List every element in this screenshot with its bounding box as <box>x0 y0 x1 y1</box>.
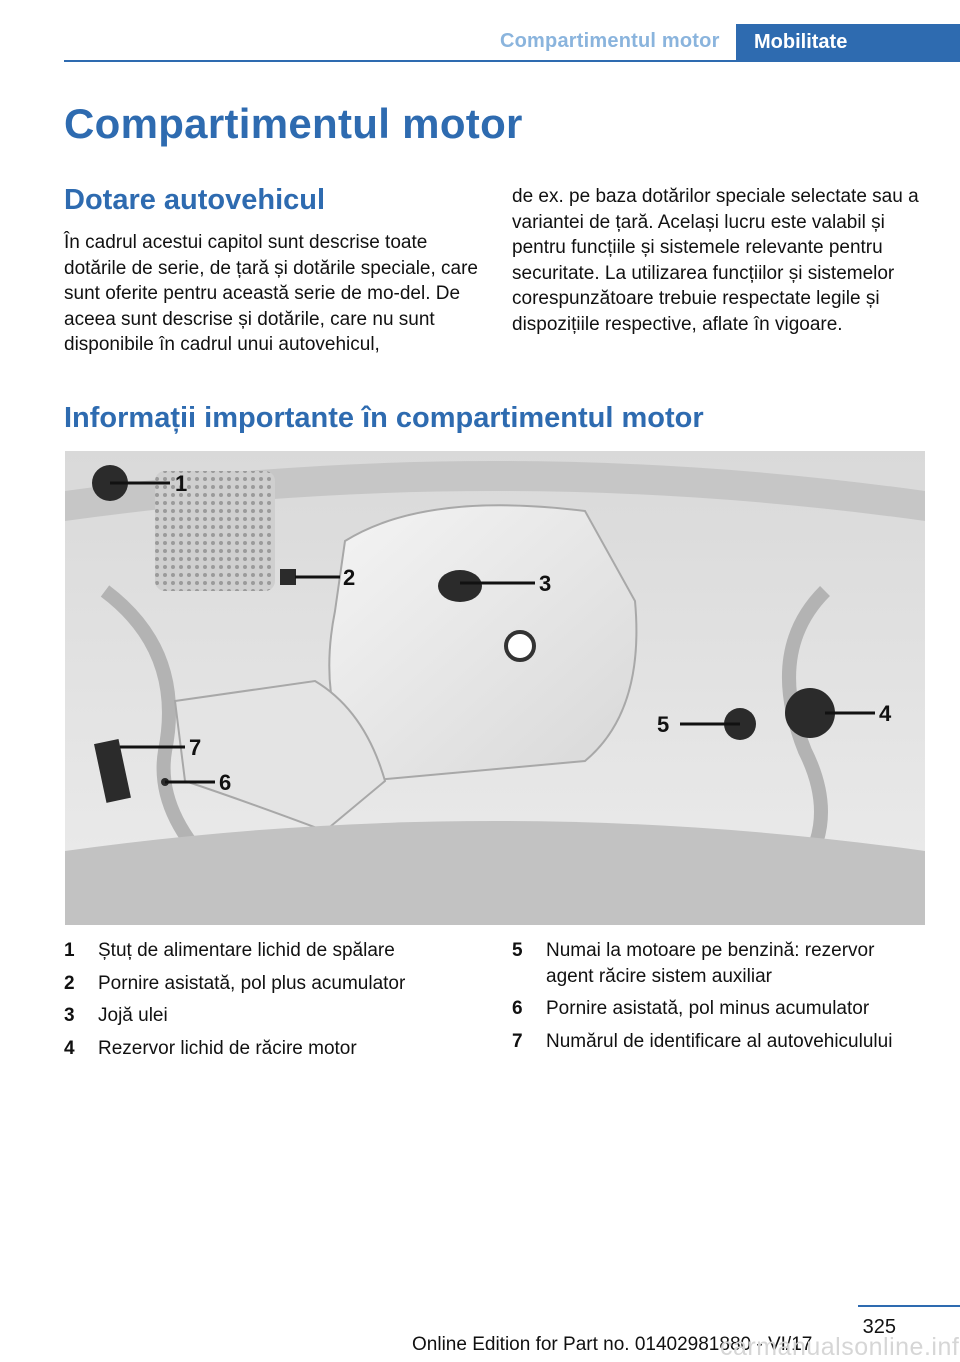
callout-number-1: 1 <box>175 471 187 496</box>
legend-number: 5 <box>512 940 523 961</box>
page-number-rule <box>858 1305 960 1307</box>
legend-item: 1 Ștuț de alimentare lichid de spălare <box>64 938 474 964</box>
vin-plate <box>94 738 131 803</box>
legend-item: 3 Jojă ulei <box>64 1003 474 1029</box>
page-header: Compartimentul motor Mobilitate <box>0 0 960 62</box>
legend-item: 7 Numărul de identificare al autovehicul… <box>512 1029 924 1055</box>
legend-item: 6 Pornire asistată, pol minus acumulator <box>512 996 924 1022</box>
legend-text: Ștuț de alimentare lichid de spălare <box>98 940 395 961</box>
legend-text: Pornire asistată, pol plus acumulator <box>98 972 406 994</box>
page-title: Compartimentul motor <box>64 100 523 147</box>
oil-dipstick-cap <box>438 570 482 602</box>
intro-text-left: În cadrul acestui capitol sunt descrise … <box>64 232 479 355</box>
legend-number: 2 <box>64 972 75 994</box>
legend-number: 1 <box>64 940 75 961</box>
footer-edition: Online Edition for Part no. 01402981880 … <box>412 1334 813 1355</box>
strut-brace <box>65 461 925 521</box>
legend-number: 4 <box>64 1037 75 1059</box>
callout-number-5: 5 <box>657 712 669 737</box>
coolant-reservoir-cap <box>785 688 835 738</box>
callout-number-6: 6 <box>219 770 231 795</box>
legend-number: 6 <box>512 998 523 1019</box>
legend-item: 5 Numai la motoare pe benzină: rezervor … <box>512 938 924 989</box>
callout-number-7: 7 <box>189 735 201 760</box>
engine-compartment-figure: 1 2 3 4 5 6 7 <box>65 451 925 925</box>
mesh-cowl <box>155 471 275 591</box>
header-section-label: Compartimentul motor <box>500 30 720 52</box>
header-tab-mobilitate: Mobilitate <box>736 24 960 62</box>
jump-start-positive <box>280 569 296 585</box>
legend-right-column: 5 Numai la motoare pe benzină: rezervor … <box>512 938 924 1061</box>
intro-text-right: de ex. pe baza dotărilor speciale select… <box>512 186 919 335</box>
legend-number: 7 <box>512 1030 523 1052</box>
legend-left-column: 1 Ștuț de alimentare lichid de spălare 2… <box>64 938 474 1068</box>
legend-text: Pornire asistată, pol minus acumulator <box>546 998 870 1019</box>
engine-cover <box>328 504 638 783</box>
watermark: carmanualsonline.info <box>720 1333 960 1361</box>
hose-left <box>100 585 220 876</box>
legend-item: 2 Pornire asistată, pol plus acumulator <box>64 971 474 997</box>
callout-number-4: 4 <box>879 701 892 726</box>
callout-number-3: 3 <box>539 571 551 596</box>
legend-text: Numărul de identificare al autovehiculul… <box>546 1030 893 1052</box>
legend-text: Jojă ulei <box>98 1005 168 1026</box>
bmw-badge <box>504 630 536 662</box>
header-rule <box>64 60 960 62</box>
section-heading: Informații importante în compartimentul … <box>64 402 704 434</box>
legend-text: Numai la motoare pe benzină: rezervor ag… <box>546 940 875 987</box>
legend-number: 3 <box>64 1005 75 1026</box>
front-panel <box>65 821 925 925</box>
subsection-heading: Dotare autovehicul <box>64 184 326 216</box>
callout-number-2: 2 <box>343 565 355 590</box>
header-tab-label: Mobilitate <box>754 31 848 53</box>
page-number: 325 <box>862 1316 896 1338</box>
legend-item: 4 Rezervor lichid de răcire motor <box>64 1036 474 1062</box>
legend-text: Rezervor lichid de răcire motor <box>98 1037 357 1059</box>
